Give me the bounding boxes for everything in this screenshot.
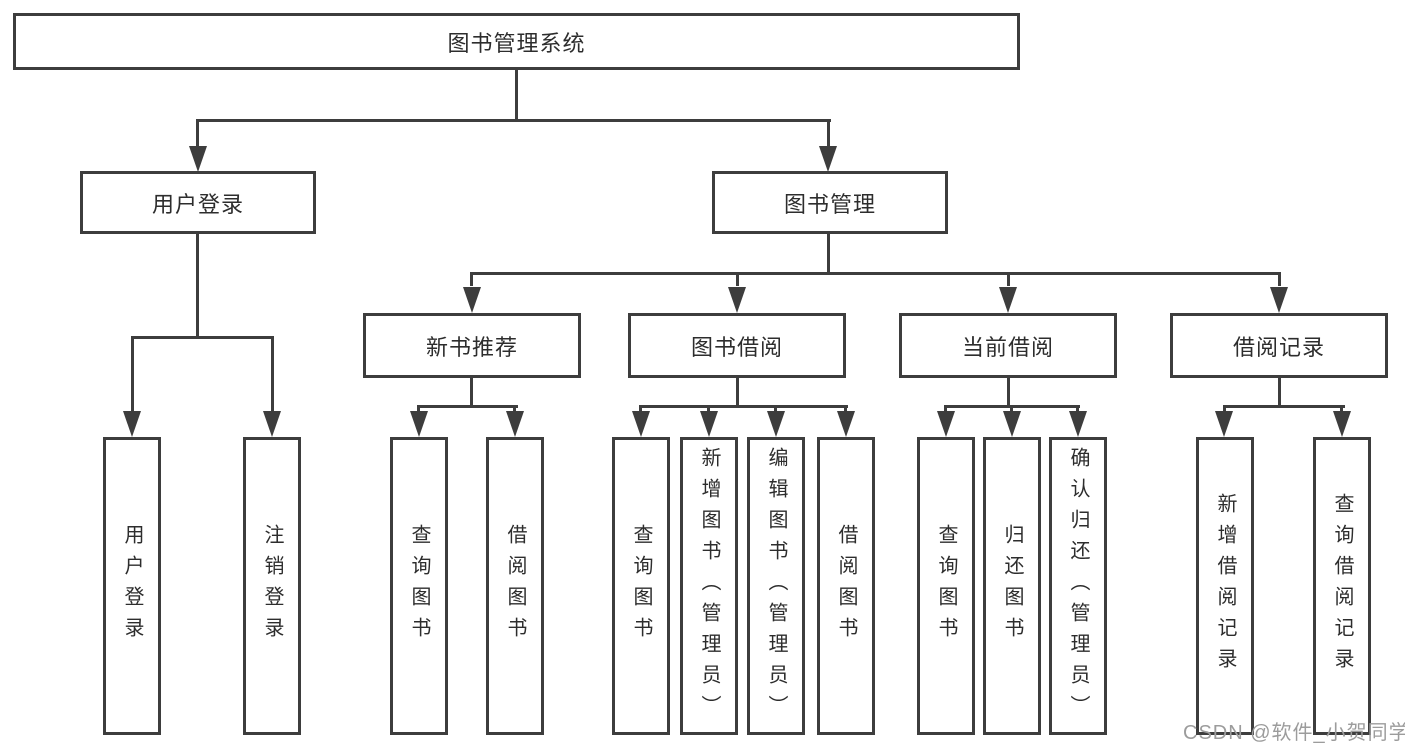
leaf-query-books-borrowing-label: 查询图书	[630, 524, 652, 648]
connector-line	[736, 378, 739, 405]
leaf-query-borrow-record-label: 查询借阅记录	[1331, 493, 1353, 679]
connector-line	[944, 405, 947, 415]
node-user-login-label: 用户登录	[151, 191, 244, 217]
arrowhead-down-icon	[263, 411, 281, 437]
node-book-borrowing-label: 图书借阅	[690, 334, 783, 360]
arrowhead-down-icon	[937, 411, 955, 437]
node-root-label: 图书管理系统	[447, 30, 586, 56]
connector-line	[1340, 405, 1343, 415]
leaf-user-login: 用户登录	[103, 437, 161, 735]
connector-line	[827, 119, 830, 151]
leaf-return-book: 归还图书	[983, 437, 1041, 735]
arrowhead-down-icon	[819, 146, 837, 172]
leaf-confirm-return-admin-label: 确认归还（管理员）	[1067, 446, 1089, 726]
leaf-query-books-current: 查询图书	[917, 437, 975, 735]
connector-line	[1076, 405, 1079, 415]
leaf-add-book-admin-label: 新增图书（管理员）	[698, 446, 720, 726]
node-root: 图书管理系统	[13, 13, 1020, 70]
arrowhead-down-icon	[410, 411, 428, 437]
leaf-query-books-borrowing: 查询图书	[612, 437, 670, 735]
node-book-borrowing: 图书借阅	[628, 313, 846, 378]
connector-line	[639, 405, 642, 415]
connector-line	[196, 234, 199, 336]
node-current-borrowing: 当前借阅	[899, 313, 1117, 378]
leaf-edit-book-admin-label: 编辑图书（管理员）	[765, 446, 787, 726]
node-borrow-records: 借阅记录	[1170, 313, 1388, 378]
node-borrow-records-label: 借阅记录	[1232, 334, 1325, 360]
connector-line	[470, 378, 473, 405]
leaf-borrow-books-recommend-label: 借阅图书	[504, 524, 526, 648]
node-user-login: 用户登录	[80, 171, 316, 234]
arrowhead-down-icon	[632, 411, 650, 437]
leaf-logout: 注销登录	[243, 437, 301, 735]
connector-line	[196, 119, 831, 122]
connector-line	[844, 405, 847, 415]
arrowhead-down-icon	[837, 411, 855, 437]
arrowhead-down-icon	[123, 411, 141, 437]
leaf-query-books-current-label: 查询图书	[935, 524, 957, 648]
arrowhead-down-icon	[728, 287, 746, 313]
connector-line	[196, 119, 199, 151]
arrowhead-down-icon	[999, 287, 1017, 313]
connector-line	[736, 272, 739, 286]
connector-line	[1223, 405, 1226, 415]
arrowhead-down-icon	[767, 411, 785, 437]
connector-line	[271, 336, 274, 412]
node-new-book-recommend-label: 新书推荐	[425, 334, 518, 360]
leaf-logout-label: 注销登录	[261, 524, 283, 648]
leaf-query-borrow-record: 查询借阅记录	[1313, 437, 1371, 735]
connector-line	[417, 405, 518, 408]
connector-line	[707, 405, 710, 415]
leaf-user-login-label: 用户登录	[121, 524, 143, 648]
arrowhead-down-icon	[1333, 411, 1351, 437]
arrowhead-down-icon	[1270, 287, 1288, 313]
connector-line	[417, 405, 420, 415]
connector-line	[1278, 378, 1281, 405]
arrowhead-down-icon	[463, 287, 481, 313]
connector-line	[1007, 272, 1010, 286]
node-book-management: 图书管理	[712, 171, 948, 234]
node-current-borrowing-label: 当前借阅	[961, 334, 1054, 360]
connector-line	[774, 405, 777, 415]
arrowhead-down-icon	[700, 411, 718, 437]
leaf-query-books-recommend: 查询图书	[390, 437, 448, 735]
connector-line	[1010, 405, 1013, 415]
leaf-add-borrow-record: 新增借阅记录	[1196, 437, 1254, 735]
leaf-return-book-label: 归还图书	[1001, 524, 1023, 648]
node-book-management-label: 图书管理	[783, 191, 876, 217]
leaf-confirm-return-admin: 确认归还（管理员）	[1049, 437, 1107, 735]
leaf-borrow-books-borrowing: 借阅图书	[817, 437, 875, 735]
connector-line	[470, 272, 473, 286]
connector-line	[1007, 378, 1010, 405]
node-new-book-recommend: 新书推荐	[363, 313, 581, 378]
connector-line	[515, 70, 518, 119]
leaf-query-books-recommend-label: 查询图书	[408, 524, 430, 648]
csdn-watermark: CSDN @软件_小贺同学	[1183, 722, 1405, 744]
connector-line	[131, 336, 274, 339]
leaf-borrow-books-recommend: 借阅图书	[486, 437, 544, 735]
connector-line	[639, 405, 848, 408]
arrowhead-down-icon	[1003, 411, 1021, 437]
connector-line	[131, 336, 134, 412]
arrowhead-down-icon	[506, 411, 524, 437]
leaf-add-book-admin: 新增图书（管理员）	[680, 437, 738, 735]
arrowhead-down-icon	[1069, 411, 1087, 437]
arrowhead-down-icon	[189, 146, 207, 172]
leaf-edit-book-admin: 编辑图书（管理员）	[747, 437, 805, 735]
leaf-add-borrow-record-label: 新增借阅记录	[1214, 493, 1236, 679]
connector-line	[1223, 405, 1345, 408]
leaf-borrow-books-borrowing-label: 借阅图书	[835, 524, 857, 648]
arrowhead-down-icon	[1215, 411, 1233, 437]
connector-line	[1278, 272, 1281, 286]
connector-line	[470, 272, 1281, 275]
connector-line	[513, 405, 516, 415]
connector-line	[827, 234, 830, 272]
